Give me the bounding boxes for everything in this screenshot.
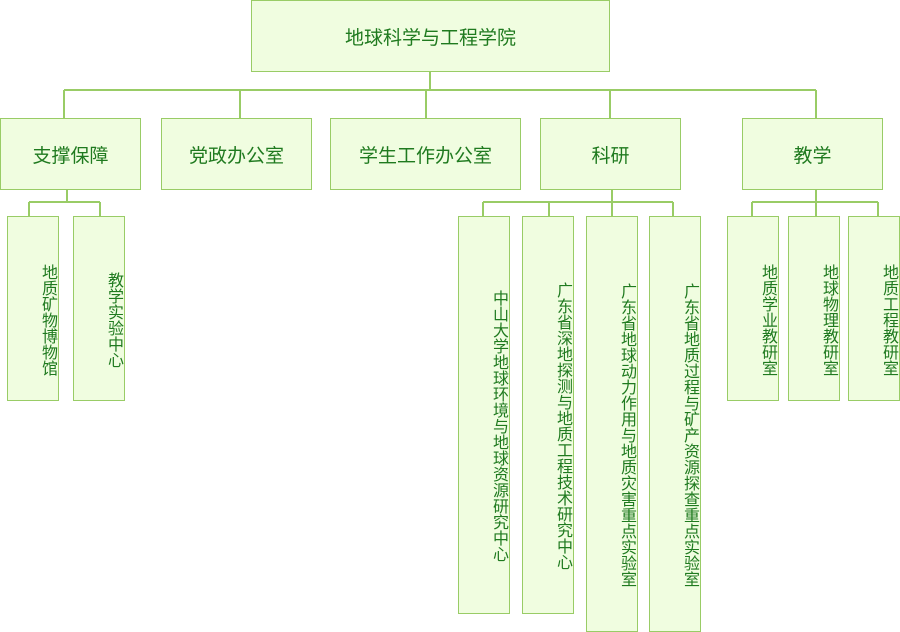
unit-teaching-lab[interactable]: 教学实验中心 xyxy=(73,216,125,401)
unit-geology-dept[interactable]: 地质学业教研室 xyxy=(727,216,779,401)
unit-research-center-1[interactable]: 中山大学地球环境与地球资源研究中心 xyxy=(458,216,510,614)
dept-support[interactable]: 支撑保障 xyxy=(0,118,141,190)
unit-geoengineering-dept[interactable]: 地质工程教研室 xyxy=(848,216,900,401)
dept-party-office[interactable]: 党政办公室 xyxy=(161,118,312,190)
root-node[interactable]: 地球科学与工程学院 xyxy=(251,0,610,72)
dept-teaching[interactable]: 教学 xyxy=(742,118,883,190)
unit-research-center-2[interactable]: 广东省深地探测与地质工程技术研究中心 xyxy=(522,216,574,614)
dept-student-affairs[interactable]: 学生工作办公室 xyxy=(330,118,521,190)
unit-key-lab-1[interactable]: 广东省地球动力作用与地质灾害重点实验室 xyxy=(586,216,638,632)
unit-geology-museum[interactable]: 地质矿物博物馆 xyxy=(7,216,59,401)
dept-research[interactable]: 科研 xyxy=(540,118,681,190)
unit-geophysics-dept[interactable]: 地球物理教研室 xyxy=(788,216,840,401)
unit-key-lab-2[interactable]: 广东省地质过程与矿产资源探查重点实验室 xyxy=(649,216,701,632)
